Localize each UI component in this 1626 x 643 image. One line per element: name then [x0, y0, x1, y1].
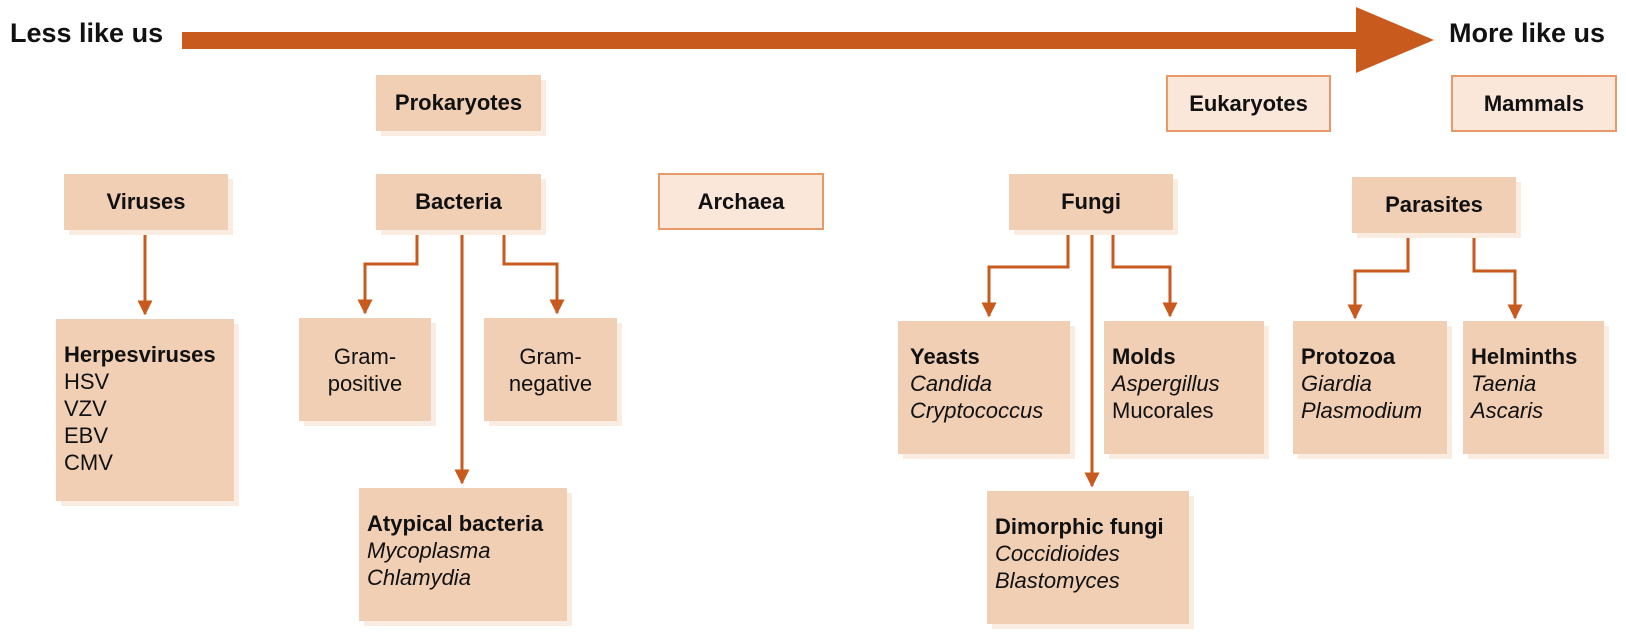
dimorphic-example: Blastomyces — [995, 568, 1120, 593]
subgroup-atypical-bacteria: Atypical bacteria Mycoplasma Chlamydia — [359, 488, 567, 621]
gram-positive-line1: Gram- — [333, 343, 397, 369]
group-parasites: Parasites — [1352, 177, 1516, 233]
axis-right-label: More like us — [1449, 18, 1606, 48]
helminths-example: Taenia — [1471, 371, 1537, 396]
gram-positive-line2: positive — [327, 370, 403, 396]
category-prokaryotes-label: Prokaryotes — [394, 90, 523, 115]
axis-arrow-shaft — [182, 32, 1357, 49]
molds-title: Molds — [1112, 344, 1176, 369]
gram-negative-line2: negative — [508, 370, 593, 396]
connector-parasites-helminths — [1472, 233, 1523, 320]
molds-other: Mucorales — [1112, 398, 1214, 423]
yeasts-title: Yeasts — [910, 344, 980, 369]
yeasts-example: Candida — [910, 371, 992, 396]
group-parasites-label: Parasites — [1385, 192, 1483, 217]
subgroup-molds: Molds Aspergillus Mucorales — [1104, 321, 1264, 454]
subgroup-yeasts: Yeasts Candida Cryptococcus — [898, 321, 1070, 454]
axis-left-label: Less like us — [10, 18, 164, 48]
connector-fungi-molds — [1111, 230, 1178, 318]
group-fungi-label: Fungi — [1061, 189, 1121, 214]
helminths-title: Helminths — [1471, 344, 1578, 369]
group-archaea: Archaea — [658, 173, 824, 230]
category-mammals: Mammals — [1451, 75, 1617, 132]
yeasts-example: Cryptococcus — [910, 398, 1044, 423]
herpesviruses-title: Herpesviruses — [64, 342, 216, 367]
dimorphic-example: Coccidioides — [995, 541, 1120, 566]
protozoa-title: Protozoa — [1301, 344, 1396, 369]
protozoa-example: Giardia — [1301, 371, 1372, 396]
subgroup-helminths: Helminths Taenia Ascaris — [1463, 321, 1604, 454]
subgroup-gram-positive: Gram- positive — [299, 318, 431, 421]
gram-negative-line1: Gram- — [519, 343, 582, 369]
connector-fungi-yeasts — [981, 230, 1070, 318]
herpesviruses-item: EBV — [64, 423, 109, 448]
herpesviruses-item: VZV — [64, 396, 107, 421]
subgroup-protozoa: Protozoa Giardia Plasmodium — [1293, 321, 1447, 454]
herpesviruses-item: HSV — [64, 369, 110, 394]
helminths-example: Ascaris — [1471, 398, 1544, 423]
protozoa-example: Plasmodium — [1301, 398, 1423, 423]
category-mammals-label: Mammals — [1483, 90, 1585, 116]
group-bacteria-label: Bacteria — [415, 189, 502, 214]
subgroup-herpesviruses: Herpesviruses HSV VZV EBV CMV — [56, 319, 234, 501]
connector-parasites-protozoa — [1347, 233, 1410, 320]
group-bacteria: Bacteria — [376, 174, 541, 230]
group-viruses: Viruses — [64, 174, 228, 230]
atypical-example: Chlamydia — [367, 565, 471, 590]
subgroup-dimorphic-fungi: Dimorphic fungi Coccidioides Blastomyces — [987, 491, 1189, 624]
atypical-example: Mycoplasma — [367, 538, 491, 563]
axis-arrow-head — [1356, 7, 1434, 73]
category-eukaryotes: Eukaryotes — [1166, 75, 1331, 132]
group-viruses-label: Viruses — [106, 189, 186, 214]
connector-bacteria-gram-positive — [357, 230, 419, 315]
group-fungi: Fungi — [1009, 174, 1173, 230]
molds-example: Aspergillus — [1112, 371, 1220, 396]
category-prokaryotes: Prokaryotes — [376, 75, 541, 131]
dimorphic-title: Dimorphic fungi — [995, 514, 1164, 539]
group-archaea-label: Archaea — [697, 188, 785, 214]
category-eukaryotes-label: Eukaryotes — [1189, 90, 1308, 116]
atypical-title: Atypical bacteria — [367, 511, 544, 536]
subgroup-gram-negative: Gram- negative — [484, 318, 617, 421]
herpesviruses-item: CMV — [64, 450, 113, 475]
connector-bacteria-gram-negative — [502, 230, 565, 315]
